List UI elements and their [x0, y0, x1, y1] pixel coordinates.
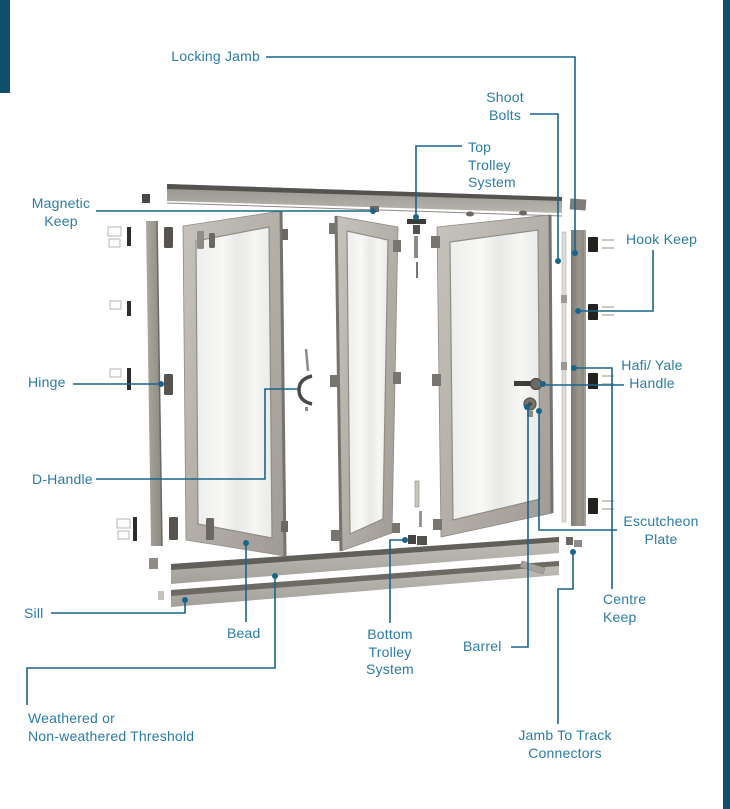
- leader-escutcheon-plate: [538, 414, 617, 531]
- leader-bottom-trolley-system: [389, 539, 403, 623]
- sill-rail: [171, 561, 559, 607]
- label-jamb-to-track-connectors: Jamb To Track Connectors: [518, 727, 612, 761]
- leader-dots: [158, 208, 581, 603]
- label-weathered-threshold: Weathered or Non-weathered Threshold: [28, 710, 195, 744]
- leader-lines: [26, 56, 654, 724]
- jamb-track-connector-part: [519, 537, 582, 575]
- label-hinge: Hinge: [28, 374, 66, 390]
- label-locking-jamb: Locking Jamb: [171, 48, 260, 64]
- leader-shoot-bolts: [530, 113, 559, 258]
- leader-hook-keep: [580, 250, 654, 312]
- track-end-cap: [569, 198, 587, 211]
- jamb-screw: [142, 194, 150, 203]
- door-panel-left: [182, 210, 288, 557]
- threshold-rail: [171, 537, 559, 584]
- leader-top-trolley-system: [415, 145, 462, 214]
- flush-bolt-parts: [127, 227, 137, 541]
- leader-sill: [51, 602, 186, 614]
- label-magnetic-keep: Magnetic Keep: [31, 195, 91, 229]
- label-escutcheon-plate: Escutcheon Plate: [623, 513, 699, 547]
- hinge-parts: [164, 227, 215, 540]
- d-handle-part: [297, 348, 313, 411]
- magnetic-keep-parts: [107, 226, 131, 540]
- right-locking-jamb: [561, 230, 614, 526]
- label-top-trolley-system: Top Trolley System: [468, 139, 516, 190]
- right-edge-bar: [723, 0, 730, 809]
- label-sill: Sill: [24, 605, 44, 621]
- label-bead: Bead: [227, 625, 261, 641]
- label-centre-keep: Centre Keep: [603, 591, 647, 625]
- leader-locking-jamb: [266, 56, 576, 251]
- label-hook-keep: Hook Keep: [626, 231, 698, 247]
- bottom-trolley-part: [408, 480, 427, 545]
- label-bottom-trolley-system: Bottom Trolley System: [366, 626, 414, 677]
- label-shoot-bolts: Shoot Bolts: [486, 89, 524, 123]
- top-trolley-part: [407, 219, 426, 278]
- left-edge-bar: [0, 0, 10, 93]
- leader-barrel: [511, 409, 529, 648]
- door-panel-right: [431, 214, 554, 538]
- label-hafi-yale-handle: Hafi/ Yale Handle: [621, 357, 683, 391]
- leader-centre-keep: [577, 367, 613, 589]
- leader-jamb-to-track-connectors: [557, 555, 574, 724]
- left-jamb: [142, 194, 163, 547]
- leader-weathered-threshold: [26, 579, 276, 705]
- door-panel-middle: [329, 215, 401, 552]
- label-barrel: Barrel: [463, 638, 502, 654]
- label-d-handle: D-Handle: [32, 471, 93, 487]
- top-track: [166, 184, 587, 217]
- leader-d-handle: [96, 388, 298, 480]
- shoot-bolt-rod: [561, 231, 567, 523]
